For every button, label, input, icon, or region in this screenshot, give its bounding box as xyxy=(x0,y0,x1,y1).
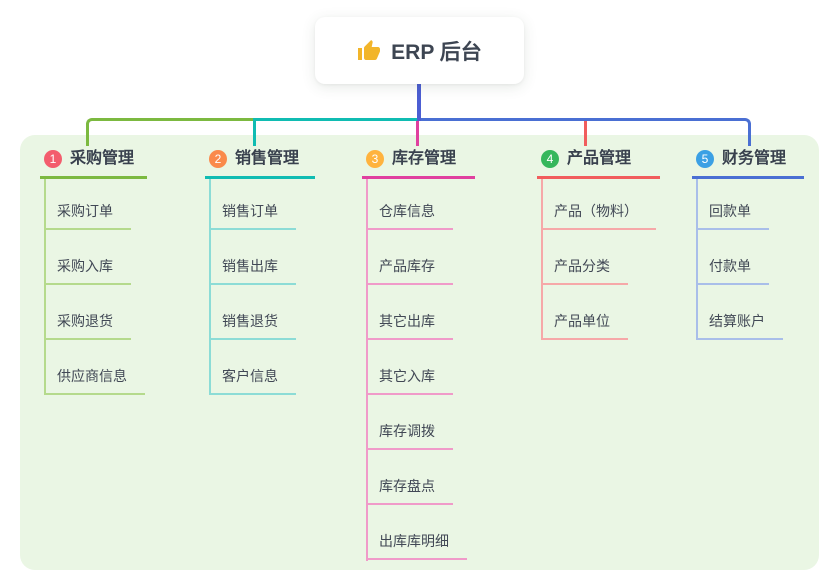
child-node[interactable]: 采购退货 xyxy=(44,311,131,340)
branches-panel xyxy=(20,135,819,570)
thumbs-up-icon xyxy=(357,39,381,63)
branch-spine xyxy=(696,179,698,339)
child-node[interactable]: 仓库信息 xyxy=(366,201,453,230)
child-node[interactable]: 产品（物料） xyxy=(541,201,656,230)
child-node[interactable]: 采购订单 xyxy=(44,201,131,230)
child-node[interactable]: 销售出库 xyxy=(209,256,296,285)
child-node[interactable]: 其它入库 xyxy=(366,366,453,395)
branch-connector xyxy=(416,121,419,146)
child-node[interactable]: 结算账户 xyxy=(696,311,783,340)
branch-connector xyxy=(417,118,751,146)
root-label: ERP 后台 xyxy=(391,40,482,64)
branch-connector xyxy=(86,118,253,146)
branch-header-inventory[interactable]: 3 库存管理 xyxy=(362,149,475,179)
child-node[interactable]: 产品库存 xyxy=(366,256,453,285)
child-node[interactable]: 销售订单 xyxy=(209,201,296,230)
child-node[interactable]: 付款单 xyxy=(696,256,769,285)
branch-label: 库存管理 xyxy=(392,150,457,167)
child-node[interactable]: 销售退货 xyxy=(209,311,296,340)
branch-connector xyxy=(584,121,587,146)
root-node[interactable]: ERP 后台 xyxy=(315,17,524,84)
branch-badge: 3 xyxy=(366,150,384,168)
child-node[interactable]: 出库库明细 xyxy=(366,531,467,560)
branch-label: 销售管理 xyxy=(235,150,300,167)
branch-badge: 2 xyxy=(209,150,227,168)
child-node[interactable]: 供应商信息 xyxy=(44,366,145,395)
branch-label: 财务管理 xyxy=(722,150,787,167)
child-node[interactable]: 采购入库 xyxy=(44,256,131,285)
branch-header-finance[interactable]: 5 财务管理 xyxy=(692,149,804,179)
branch-spine xyxy=(366,179,368,561)
branch-label: 产品管理 xyxy=(567,150,632,167)
branch-header-purchase[interactable]: 1 采购管理 xyxy=(40,149,147,179)
branch-badge: 5 xyxy=(696,150,714,168)
child-node[interactable]: 客户信息 xyxy=(209,366,296,395)
child-node[interactable]: 其它出库 xyxy=(366,311,453,340)
branch-header-sales[interactable]: 2 销售管理 xyxy=(205,149,315,179)
child-node[interactable]: 库存盘点 xyxy=(366,476,453,505)
child-node[interactable]: 产品分类 xyxy=(541,256,628,285)
branch-connector xyxy=(253,118,417,146)
root-connector xyxy=(417,84,421,121)
branch-label: 采购管理 xyxy=(70,150,135,167)
branch-spine xyxy=(209,179,211,394)
branch-spine xyxy=(541,179,543,339)
branch-badge: 1 xyxy=(44,150,62,168)
branch-header-product[interactable]: 4 产品管理 xyxy=(537,149,660,179)
branch-spine xyxy=(44,179,46,394)
child-node[interactable]: 回款单 xyxy=(696,201,769,230)
child-node[interactable]: 产品单位 xyxy=(541,311,628,340)
child-node[interactable]: 库存调拨 xyxy=(366,421,453,450)
branch-badge: 4 xyxy=(541,150,559,168)
